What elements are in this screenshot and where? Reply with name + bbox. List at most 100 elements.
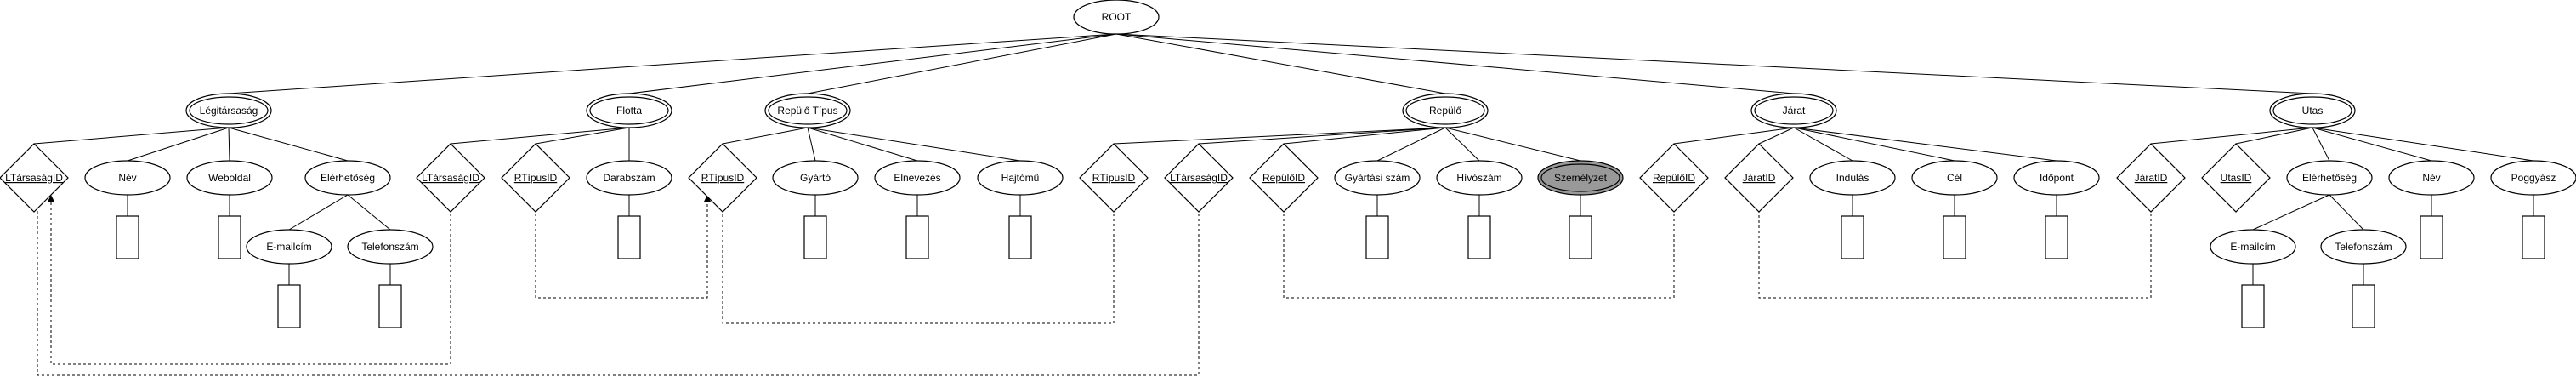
entity-jarat[interactable]: Járat	[1750, 93, 1837, 128]
entity-label: Flotta	[616, 105, 642, 117]
entity-label: Járat	[1783, 105, 1806, 117]
edge-jarat-ja_indulas	[1793, 127, 1853, 162]
edge-repulo-rp_gyartasi	[1376, 127, 1446, 162]
attribute-lt_email[interactable]: E-mailcím	[246, 229, 332, 328]
key-diamond	[2201, 143, 2271, 213]
attribute-lt_telefon[interactable]: Telefonszám	[347, 229, 434, 328]
attribute-label: JáratID	[2135, 172, 2168, 184]
edge-root-repulo	[1115, 33, 1446, 94]
key-diamond	[416, 143, 485, 213]
edge-lt_elerhetoseg-lt_email	[288, 194, 349, 231]
edge-utas-ut_utasid	[2235, 127, 2313, 145]
attribute-ja_cel[interactable]: Cél	[1911, 160, 1998, 259]
edge-repulotipus-rt_rtipusid	[722, 127, 809, 145]
value-box	[1008, 215, 1032, 259]
entity-repulo-tipus[interactable]: Repülő Típus	[764, 93, 851, 128]
root-node[interactable]: ROOT	[1073, 0, 1160, 35]
attribute-label: UtasID	[2221, 172, 2252, 184]
entity-inner-ellipse	[589, 96, 669, 125]
entity-label: Repülő	[1429, 105, 1461, 117]
reference-line	[1758, 195, 2152, 299]
attribute-rp_hivoszam[interactable]: Hívószám	[1436, 160, 1523, 259]
attribute-ut_nev[interactable]: Név	[2388, 160, 2475, 259]
attribute-fl_tarsasagid[interactable]: LTársaságID	[416, 143, 485, 213]
attribute-label: JáratID	[1743, 172, 1776, 184]
entity-label: Légitársaság	[200, 105, 258, 117]
attribute-rp_szemelyzet[interactable]: Személyzet	[1537, 160, 1624, 259]
attribute-label: Személyzet	[1554, 172, 1608, 184]
attribute-label: E-mailcím	[266, 241, 311, 253]
attribute-label: Elnevezés	[894, 172, 940, 184]
attribute-rt_gyarto[interactable]: Gyártó	[772, 160, 859, 259]
edge-legitarsasag-lt_tarsasagid	[33, 127, 230, 145]
attribute-ut_elerhetoseg[interactable]: Elérhetőség	[2286, 160, 2373, 196]
attribute-ja_indulas[interactable]: Indulás	[1809, 160, 1896, 259]
attribute-ja_repuloid[interactable]: RepülőID	[1639, 143, 1709, 213]
entity-legitarsasag[interactable]: Légitársaság	[185, 93, 272, 128]
value-box	[116, 215, 139, 259]
attribute-rt_hajtomu[interactable]: Hajtómű	[977, 160, 1064, 259]
attribute-ja_jaratid[interactable]: JáratID	[1724, 143, 1794, 213]
key-diamond	[1249, 143, 1319, 213]
edge-jarat-ja_idopont	[1793, 127, 2057, 162]
entity-label: Repülő Típus	[777, 105, 837, 117]
attribute-ut_telefon[interactable]: Telefonszám	[2320, 229, 2407, 328]
attribute-ut_jaratid[interactable]: JáratID	[2116, 143, 2186, 213]
attribute-label: Darabszám	[603, 172, 655, 184]
root-label: ROOT	[1102, 11, 1132, 23]
attribute-rp_repuloid[interactable]: RepülőID	[1249, 143, 1319, 213]
attribute-rt_elnevezes[interactable]: Elnevezés	[874, 160, 961, 259]
attribute-ut_poggyasz[interactable]: Poggyász	[2490, 160, 2576, 259]
attribute-label: Hajtómű	[1001, 172, 1040, 184]
entity-inner-ellipse	[189, 96, 269, 125]
attribute-ellipse	[304, 160, 391, 196]
edge-root-jarat	[1115, 33, 1795, 94]
value-box	[1943, 215, 1966, 259]
attribute-label: Elérhetőség	[321, 172, 375, 184]
attribute-rp_gyartasi[interactable]: Gyártási szám	[1334, 160, 1421, 259]
value-box	[277, 284, 301, 328]
value-box	[2420, 215, 2443, 259]
value-box	[2352, 284, 2375, 328]
entity-utas[interactable]: Utas	[2269, 93, 2356, 128]
attribute-ellipse	[2286, 160, 2373, 196]
edge-legitarsasag-lt_nev	[127, 127, 230, 162]
attribute-lt_tarsasagid[interactable]: LTársaságID	[0, 143, 69, 213]
edge-legitarsasag-lt_weboldal	[228, 127, 230, 162]
value-box	[1569, 215, 1592, 259]
attribute-rp_rtipusid[interactable]: RTípusID	[1079, 143, 1149, 213]
attribute-fl_darabszam[interactable]: Darabszám	[586, 160, 672, 259]
edge-repulo-rp_repuloid	[1283, 127, 1446, 145]
attribute-lt_elerhetoseg[interactable]: Elérhetőség	[304, 160, 391, 196]
attribute-fl_rtipusid[interactable]: RTípusID	[501, 143, 570, 213]
edge-flotta-fl_rtipusid	[535, 127, 630, 145]
arrowhead	[703, 195, 712, 202]
entity-flotta[interactable]: Flotta	[586, 93, 672, 128]
attribute-lt_weboldal[interactable]: Weboldal	[186, 160, 273, 259]
attribute-lt_nev[interactable]: Név	[84, 160, 171, 259]
attribute-ut_utasid[interactable]: UtasID	[2201, 143, 2271, 213]
root-ellipse	[1073, 0, 1160, 35]
key-diamond	[688, 143, 757, 213]
edge-utas-ut_poggyasz	[2312, 127, 2534, 162]
key-diamond	[2116, 143, 2186, 213]
entity-inner-ellipse	[1405, 96, 1485, 125]
edge-root-utas	[1115, 33, 2313, 94]
attribute-rt_rtipusid[interactable]: RTípusID	[688, 143, 757, 213]
attribute-ja_idopont[interactable]: Időpont	[2013, 160, 2100, 259]
value-box	[803, 215, 827, 259]
foreign-key-references	[33, 195, 2152, 376]
edge-repulotipus-rt_gyarto	[807, 127, 816, 162]
entity-repulo[interactable]: Repülő	[1402, 93, 1489, 128]
attribute-label: RTípusID	[701, 172, 745, 184]
edge-repulo-rp_szemelyzet	[1444, 127, 1581, 162]
entity-label: Utas	[2302, 105, 2324, 117]
reference-fl_rtipusid-to-rt_rtipusid	[535, 195, 712, 299]
attribute-label: LTársaságID	[422, 172, 479, 184]
edge-utas-ut_nev	[2312, 127, 2432, 162]
attribute-rp_tarsasagid[interactable]: LTársaságID	[1164, 143, 1234, 213]
attribute-ut_email[interactable]: E-mailcím	[2210, 229, 2296, 328]
arrowhead	[47, 195, 55, 202]
edge-repulotipus-rt_elnevezes	[807, 127, 918, 162]
edge-jarat-ja_jaratid	[1758, 127, 1795, 145]
